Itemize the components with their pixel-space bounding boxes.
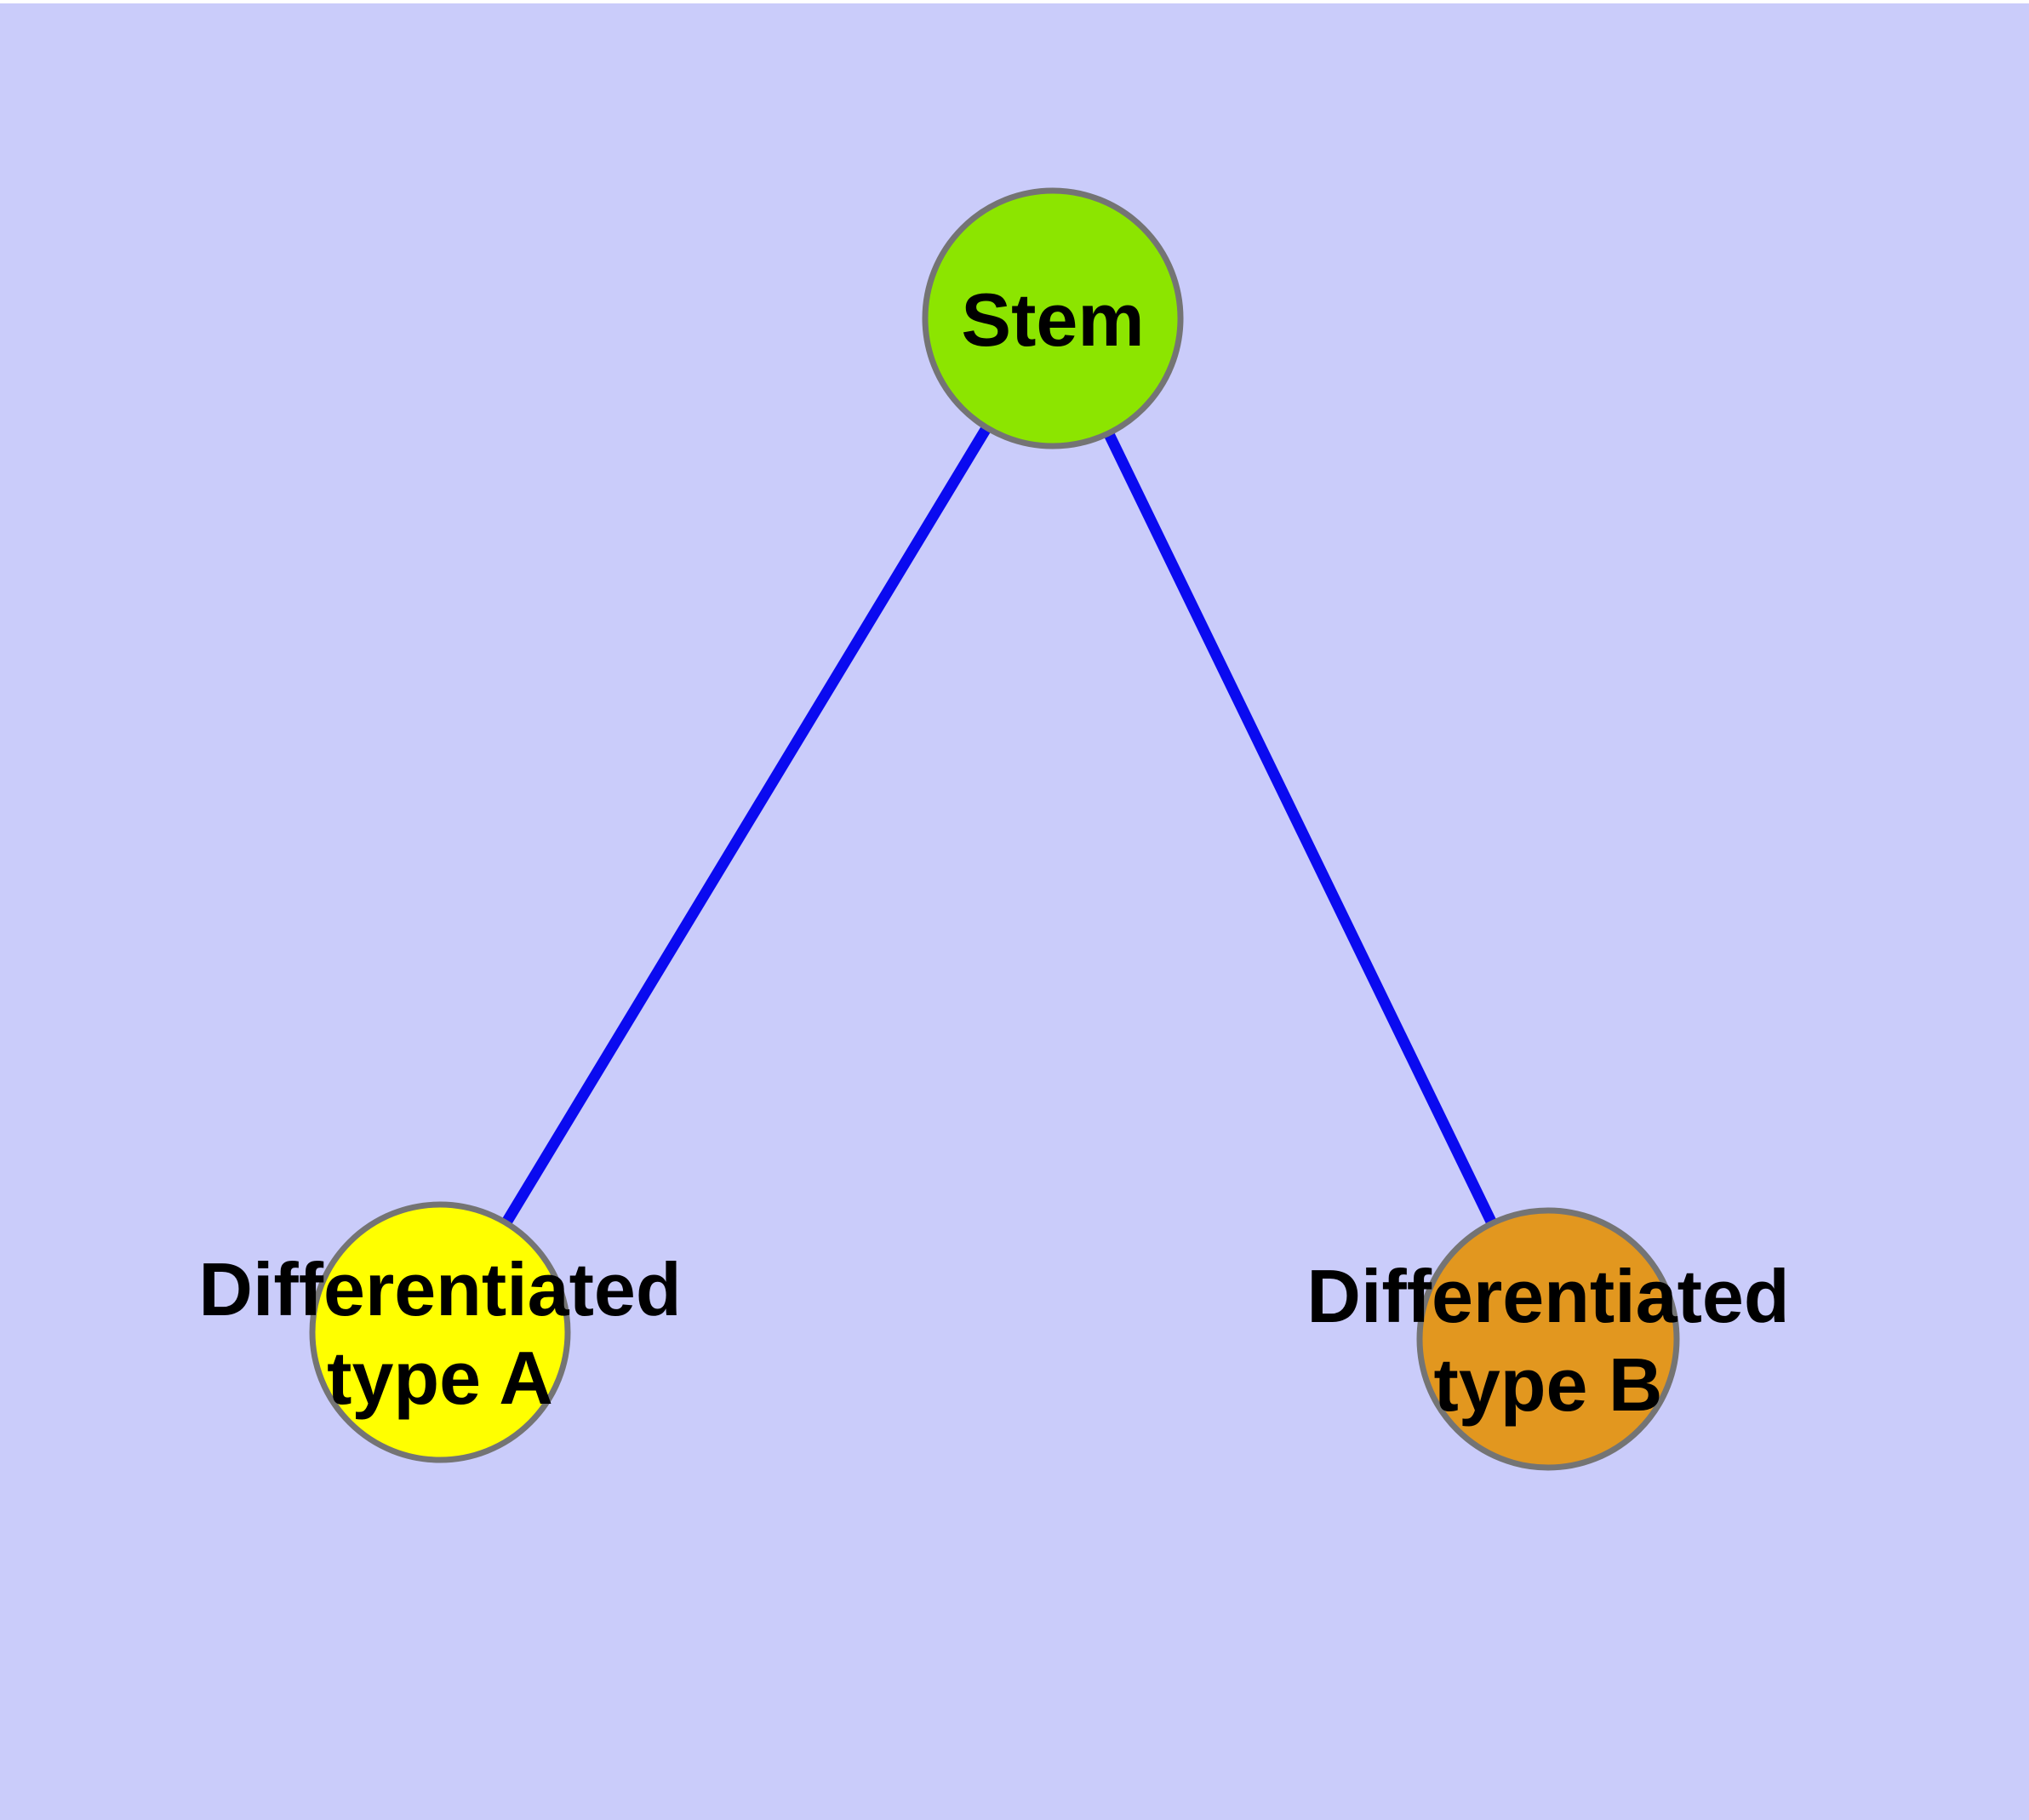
top-white-strip xyxy=(0,0,2029,3)
node-type-a xyxy=(309,1201,571,1463)
node-stem xyxy=(922,187,1184,449)
edge-stem-to-type-b xyxy=(1048,316,1553,1342)
node-label-differentiated-type-b: Differentiated type B xyxy=(1306,1254,1790,1427)
node-label-differentiated-type-a: Differentiated type A xyxy=(198,1247,682,1420)
edge-stem-to-type-a xyxy=(435,315,1058,1336)
node-type-b xyxy=(1416,1207,1680,1471)
node-label-stem: Stem xyxy=(961,278,1145,363)
